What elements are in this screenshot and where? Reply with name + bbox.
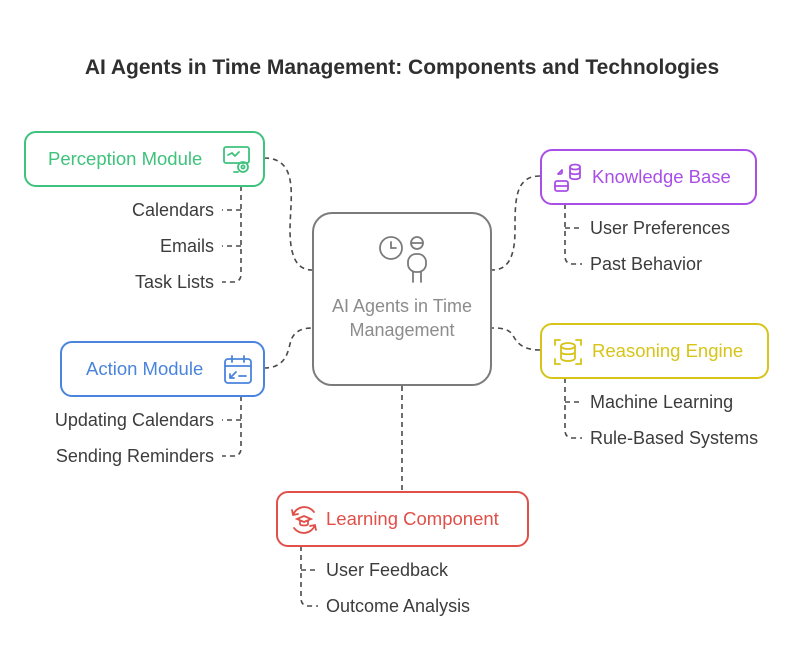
action-module-node: Action Module <box>60 341 265 397</box>
calendar-icon <box>222 354 254 391</box>
reasoning-item-rule-based-systems: Rule-Based Systems <box>590 428 759 448</box>
knowledge-item-past-behavior: Past Behavior <box>590 254 703 274</box>
reasoning-engine-node: Reasoning Engine <box>540 323 769 379</box>
perception-item-emails: Emails <box>159 236 214 256</box>
center-node: AI Agents in Time Management <box>312 212 492 386</box>
knowledge-base-node: Knowledge Base <box>540 149 757 205</box>
knowledge-item-user-preferences: User Preferences <box>590 218 731 238</box>
perception-module-node: Perception Module <box>24 131 265 187</box>
database-transfer-icon <box>552 162 584 199</box>
learning-component-node: Learning Component <box>276 491 529 547</box>
learning-item-outcome-analysis: Outcome Analysis <box>326 596 471 616</box>
perception-item-task-lists: Task Lists <box>134 272 214 292</box>
database-scan-icon <box>552 336 584 373</box>
reasoning-engine-label: Reasoning Engine <box>592 340 744 361</box>
action-module-label: Action Module <box>86 358 204 379</box>
action-item-updating-calendars: Updating Calendars <box>54 410 214 430</box>
perception-item-calendars: Calendars <box>131 200 214 220</box>
knowledge-base-label: Knowledge Base <box>592 166 731 187</box>
learning-item-user-feedback: User Feedback <box>326 560 449 580</box>
action-item-sending-reminders: Sending Reminders <box>55 446 214 466</box>
graduation-cycle-icon <box>288 504 320 541</box>
diagram-title: AI Agents in Time Management: Components… <box>84 56 720 79</box>
clock-person-icon <box>376 234 430 289</box>
reasoning-item-machine-learning: Machine Learning <box>590 392 734 412</box>
perception-module-label: Perception Module <box>48 148 203 169</box>
center-label: AI Agents in Time Management <box>331 296 473 340</box>
learning-component-label: Learning Component <box>326 508 499 529</box>
monitor-gear-icon <box>222 144 254 181</box>
